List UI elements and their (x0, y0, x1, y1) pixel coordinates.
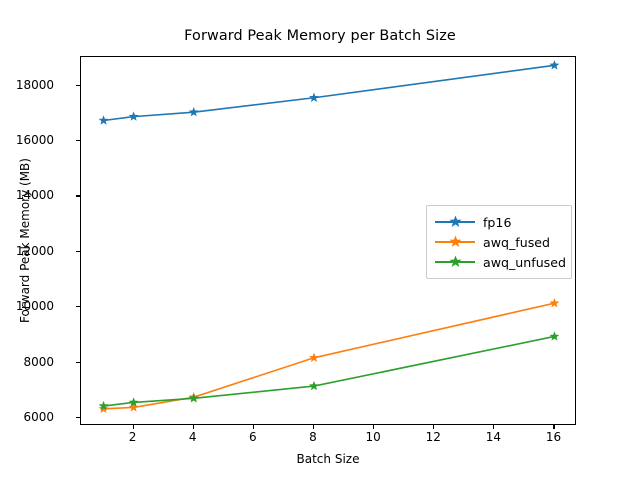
x-tick-label: 8 (309, 430, 317, 444)
x-tick-label: 16 (545, 430, 562, 444)
x-tick-mark (493, 425, 495, 429)
x-tick-label: 10 (365, 430, 381, 444)
y-tick-mark (76, 306, 80, 308)
x-tick-label: 14 (485, 430, 501, 444)
data-point-marker (188, 106, 199, 117)
data-point-marker (309, 380, 319, 391)
data-point-marker (128, 402, 139, 412)
data-point-marker (309, 92, 319, 102)
legend-swatch-fp16 (435, 215, 475, 229)
legend-label: awq_unfused (483, 254, 566, 270)
data-point-marker (188, 393, 199, 403)
data-point-marker (549, 60, 560, 70)
chart-legend: fp16 awq_fused awq_unfused (426, 205, 572, 279)
star-marker-icon (449, 215, 462, 227)
x-tick-label: 12 (425, 430, 441, 444)
y-tick-label: 10000 (15, 299, 54, 314)
x-tick-mark (373, 425, 375, 429)
y-tick-mark (76, 84, 80, 86)
series-line-awq_fused (103, 302, 555, 410)
chart-title: Forward Peak Memory per Batch Size (184, 28, 456, 44)
x-tick-mark (132, 425, 134, 429)
legend-item[interactable]: fp16 (435, 212, 563, 232)
data-point-marker (309, 352, 319, 363)
y-tick-mark (76, 195, 80, 197)
legend-item[interactable]: awq_fused (435, 232, 563, 252)
legend-item[interactable]: awq_unfused (435, 252, 566, 272)
y-tick-label: 14000 (15, 188, 54, 203)
star-marker-icon (449, 255, 462, 267)
y-tick-mark (76, 140, 80, 142)
y-tick-mark (76, 250, 80, 252)
legend-label: awq_fused (483, 234, 551, 250)
x-tick-mark (192, 425, 194, 429)
y-tick-label: 12000 (15, 243, 54, 258)
x-tick-mark (252, 425, 254, 429)
x-tick-mark (553, 425, 555, 429)
data-point-marker (549, 331, 560, 341)
legend-swatch-awq-fused (435, 235, 475, 249)
data-point-marker (128, 111, 139, 121)
x-axis-label: Batch Size (296, 452, 360, 466)
series-line-awq_unfused (103, 335, 555, 407)
x-tick-label: 4 (188, 430, 197, 444)
data-point-marker (98, 400, 109, 411)
plot-area (80, 56, 576, 425)
x-tick-label: 6 (249, 430, 257, 444)
star-marker-icon (449, 235, 462, 247)
y-tick-mark (76, 361, 80, 363)
x-tick-mark (433, 425, 435, 429)
y-axis-label: Forward Peak Memory (MB) (18, 158, 32, 323)
y-tick-label: 8000 (23, 354, 54, 369)
y-tick-label: 18000 (15, 77, 54, 92)
data-point-marker (549, 297, 560, 308)
y-tick-label: 6000 (23, 410, 54, 425)
data-point-marker (98, 403, 109, 414)
y-tick-mark (76, 417, 80, 419)
legend-label: fp16 (483, 214, 512, 230)
series-lines (98, 60, 560, 414)
y-tick-label: 16000 (15, 133, 54, 147)
x-tick-mark (312, 425, 315, 429)
data-point-marker (128, 397, 139, 407)
legend-swatch-awq-unfused (435, 255, 475, 269)
series-line-fp16 (103, 64, 555, 122)
data-point-marker (98, 115, 109, 125)
x-tick-label: 2 (128, 430, 137, 444)
